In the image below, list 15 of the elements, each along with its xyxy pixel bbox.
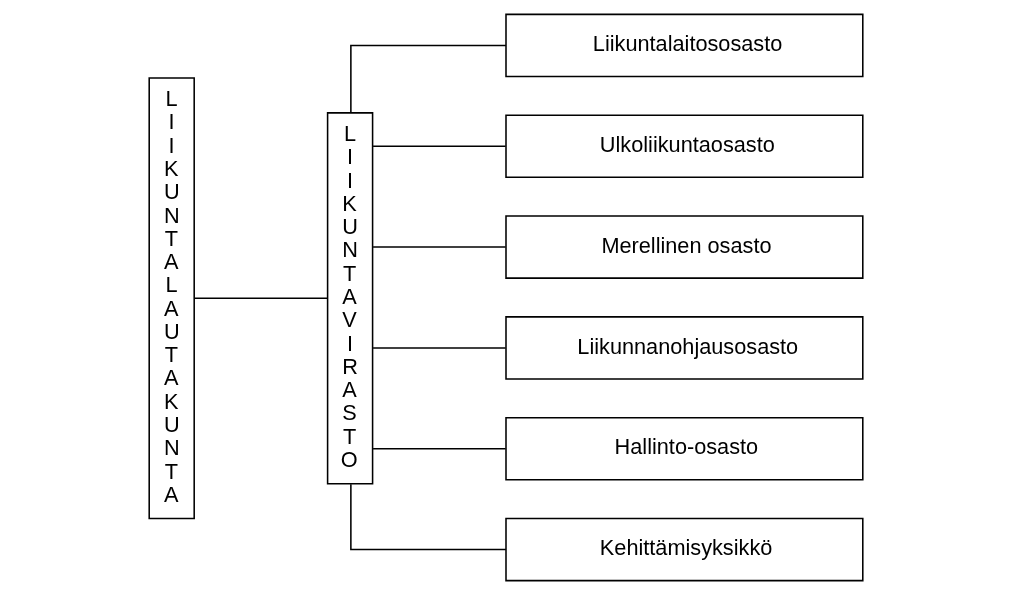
node-box: LIIKUNTAVIRASTO: [326, 112, 373, 485]
connector: [193, 297, 328, 300]
connector: [371, 246, 506, 248]
connector: [349, 483, 507, 551]
node-box: LIIKUNTALAUTAKUNTA: [147, 77, 195, 520]
connector: [349, 44, 507, 114]
node-box: Hallinto-osasto: [504, 416, 864, 481]
node-box: Ulkoliikuntaosasto: [504, 114, 864, 179]
connector: [371, 347, 506, 349]
node-box: Liikuntalaitososasto: [504, 13, 864, 78]
connector: [371, 447, 506, 450]
node-box: Kehittämisyksikkö: [504, 517, 864, 582]
connector: [371, 145, 506, 148]
node-box: Liikunnanohjausosasto: [504, 316, 864, 380]
node-box: Merellinen osasto: [504, 215, 864, 279]
